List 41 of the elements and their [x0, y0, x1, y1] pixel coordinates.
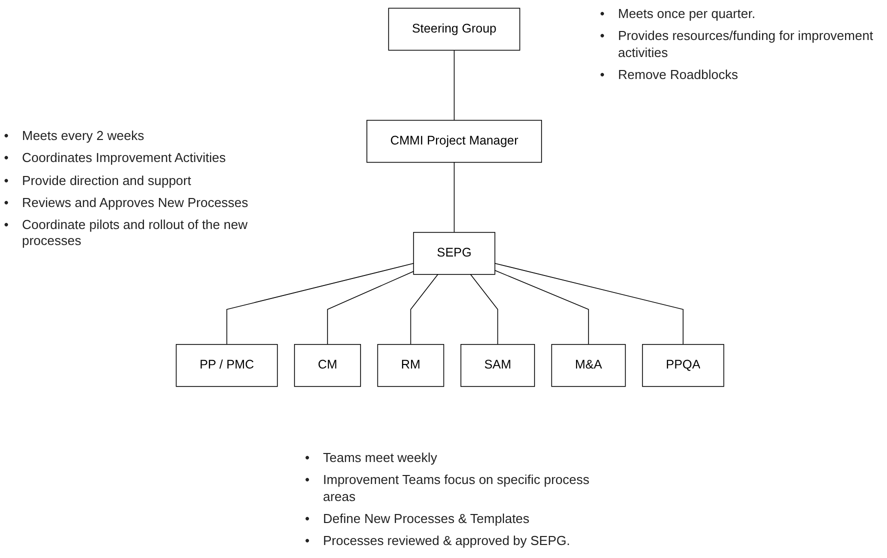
bullet-note: Coordinate pilots and rollout of the new processes	[22, 217, 248, 250]
bullet-note: Remove Roadblocks	[618, 66, 738, 83]
bullet-note: Define New Processes & Templates	[323, 510, 530, 527]
node-box: PP / PMC	[176, 344, 278, 387]
bullet-note: Meets every 2 weeks	[22, 128, 144, 144]
bullet-note: Reviews and Approves New Processes	[22, 194, 248, 211]
bullet: •	[600, 66, 606, 83]
bullet-note: Provide direction and support	[22, 172, 192, 189]
node-box: PPQA	[642, 344, 724, 387]
connector	[454, 162, 455, 233]
connector	[226, 263, 414, 345]
connector	[494, 262, 684, 345]
connector	[454, 50, 455, 121]
bullet: •	[305, 472, 311, 490]
bullet-note: Improvement Teams focus on specific process areas	[323, 472, 590, 505]
connector	[494, 270, 589, 345]
node-box: CM	[294, 344, 361, 387]
bullet: •	[600, 28, 606, 46]
bullet: •	[4, 172, 10, 189]
node-box: Steering Group	[388, 8, 520, 51]
bullet-note: Coordinates Improvement Activities	[22, 150, 226, 166]
node-box: SEPG	[413, 232, 496, 275]
bullet-note: Meets once per quarter.	[618, 6, 756, 22]
connector	[327, 270, 414, 345]
bullet: •	[305, 450, 311, 466]
connector	[410, 274, 438, 345]
bullet-note: Provides resources/funding for improvement activities	[618, 28, 874, 61]
bullet: •	[4, 194, 10, 211]
bullet: •	[4, 150, 10, 166]
connector	[470, 274, 498, 345]
node-box: SAM	[460, 344, 535, 387]
bullet-note: Teams meet weekly	[323, 450, 438, 466]
bullet: •	[4, 217, 10, 234]
bullet: •	[600, 6, 606, 22]
bullet: •	[305, 510, 311, 527]
bullet-note: Processes reviewed & approved by SEPG.	[323, 533, 570, 550]
bullet: •	[4, 128, 10, 144]
node-box: RM	[377, 344, 444, 387]
bullet: •	[305, 533, 311, 550]
node-box: CMMI Project Manager	[366, 120, 542, 163]
node-box: M&A	[551, 344, 626, 387]
